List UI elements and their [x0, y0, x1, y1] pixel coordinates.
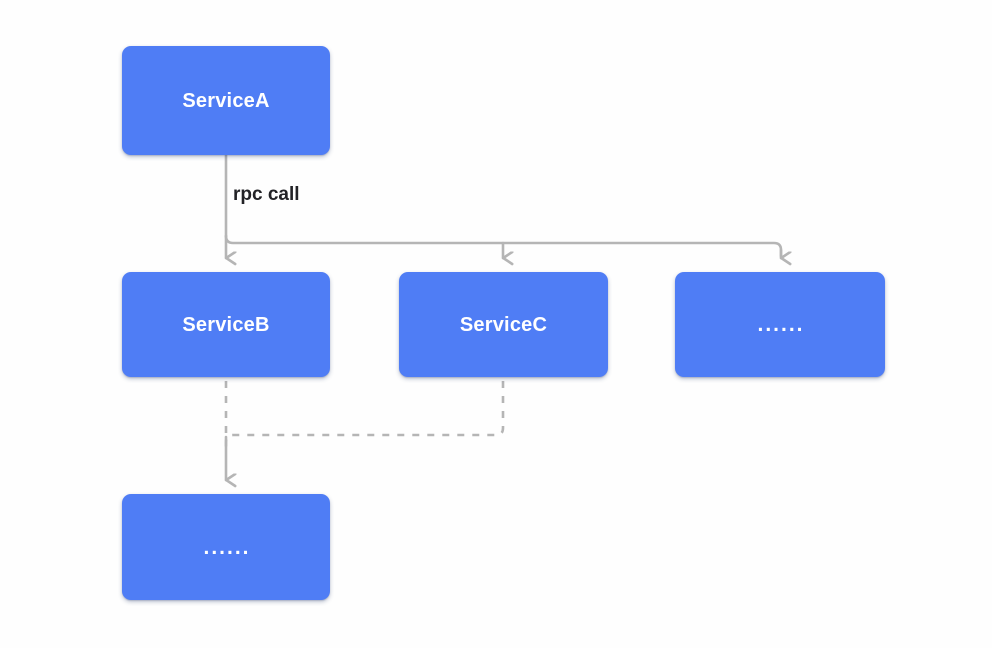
- node-serviceB[interactable]: ServiceB: [122, 272, 330, 377]
- node-more-top-label: ......: [757, 313, 805, 336]
- node-more-top[interactable]: ......: [675, 272, 885, 377]
- node-serviceC[interactable]: ServiceC: [399, 272, 608, 377]
- node-more-bottom-label: ......: [203, 535, 251, 559]
- edge-branch-bus: [224, 234, 783, 258]
- edge-serviceC-to-more-bottom-dashed: [224, 381, 505, 450]
- node-serviceC-label: ServiceC: [459, 313, 548, 336]
- node-serviceA[interactable]: ServiceA: [122, 46, 330, 155]
- edge-label-rpc-call: rpc call: [233, 184, 300, 205]
- node-more-bottom[interactable]: ......: [122, 494, 330, 600]
- node-serviceB-label: ServiceB: [182, 313, 270, 336]
- node-serviceA-label: ServiceA: [182, 89, 270, 112]
